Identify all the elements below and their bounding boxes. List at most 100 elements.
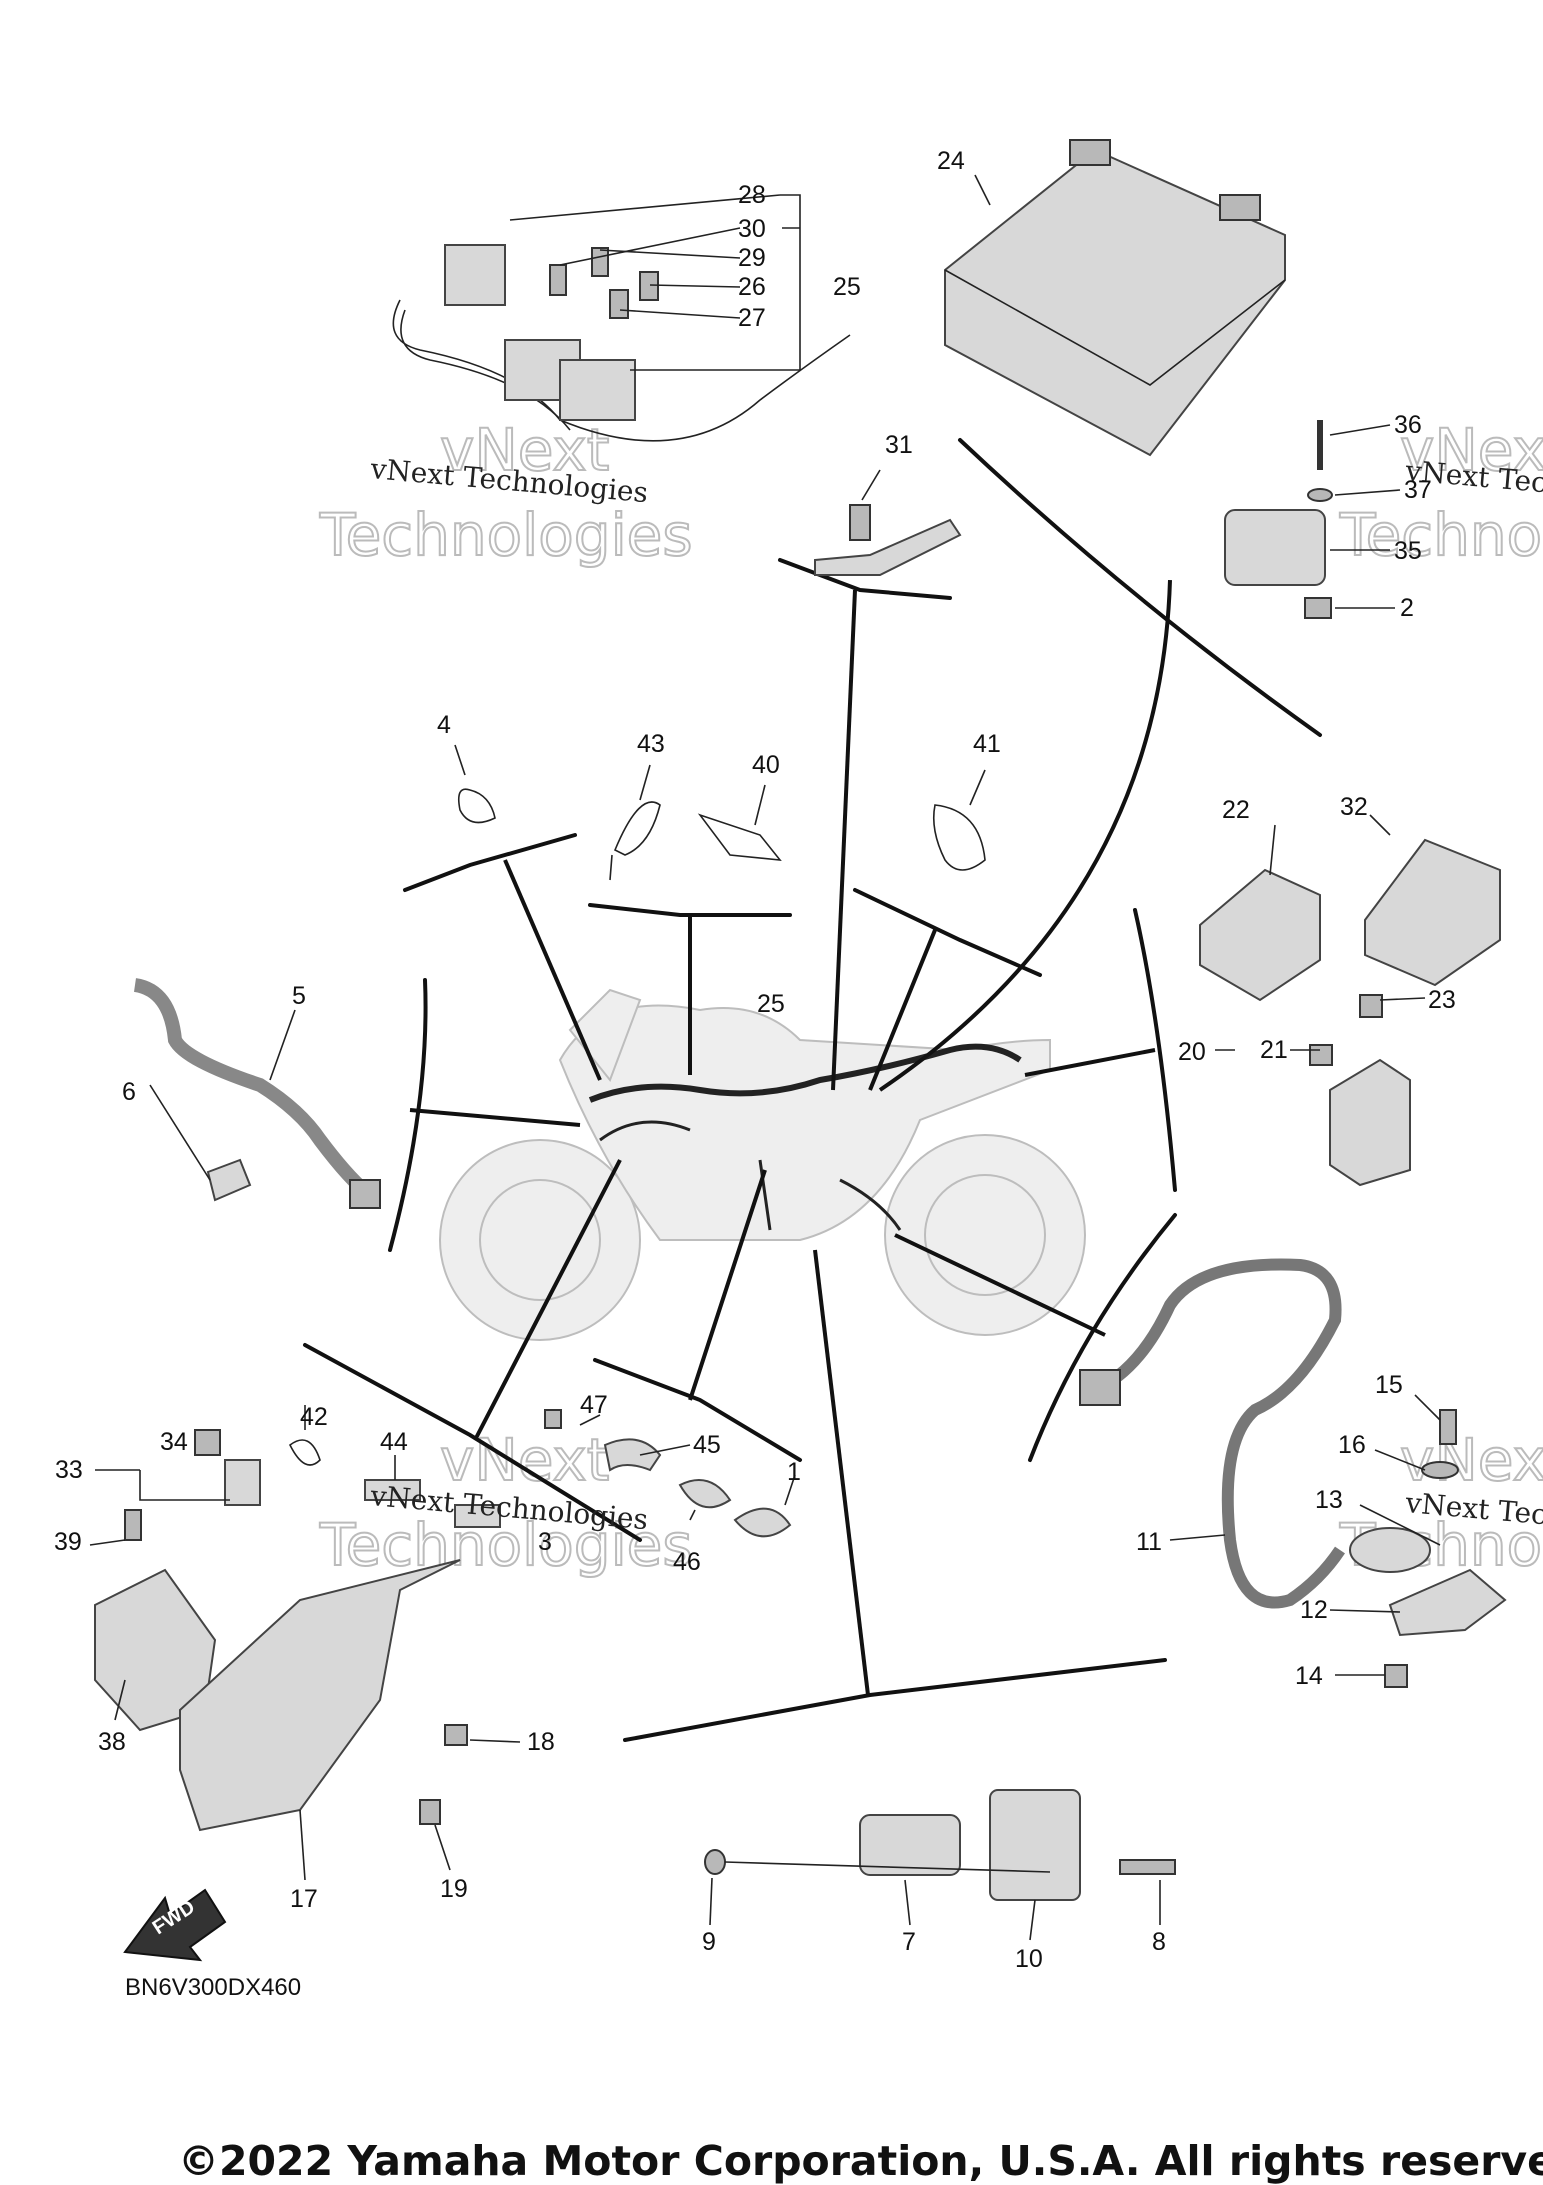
leader-1-line [784,1474,796,1506]
callout-15: 15 [1375,1371,1403,1399]
relay-35-group [1224,420,1401,619]
damper-34 [194,1429,221,1456]
leader-30-line [559,227,741,266]
leader-32-line [1369,814,1391,836]
leader-46-line [689,1509,696,1521]
callout-24: 24 [937,147,965,175]
callout-17: 17 [290,1885,318,1913]
bracket-31-group [814,469,962,576]
grommet-44 [364,1479,421,1501]
holder-46 [678,1479,732,1509]
fuse-holder-28 [444,244,506,306]
leader-lines [303,438,1322,1742]
motorcycle-ghost [439,988,1086,1341]
grommet-3 [454,1504,501,1528]
leader-4-line [454,744,466,776]
fwd-arrow-icon [123,1888,227,1962]
wire-5-connector [349,1179,381,1209]
washer-16 [1421,1461,1459,1479]
bracket-31-plate [814,518,962,576]
leader-31 [831,589,857,1091]
callout-9: 9 [702,1928,716,1956]
leader-18-line [469,1739,521,1743]
callout-13: 13 [1315,1486,1343,1514]
callout-23: 23 [1428,986,1456,1014]
wire-11 [1092,1258,1345,1609]
sensor-13 [1349,1527,1431,1573]
callout-37: 37 [1404,476,1432,504]
leader-22 [1024,1048,1156,1077]
leader-47 [688,1169,767,1401]
washer-9 [704,1849,726,1875]
bracket-5 [388,978,428,1252]
leader-41 [868,929,937,1091]
harness-branches [599,1120,902,1231]
battery-terminal-b [1219,194,1261,221]
holder-45 [603,1438,662,1472]
leader-26-line [649,284,741,288]
clip-47 [544,1409,562,1429]
callout-3: 3 [538,1528,552,1556]
callout-27: 27 [738,304,766,332]
motorcycle-body [558,1004,1051,1241]
callout-12: 12 [1300,1596,1328,1624]
bracket-7 [623,1658,1167,1742]
bolt-19 [419,1799,441,1825]
wire-harness-route [588,1043,1022,1103]
callout-42: 42 [300,1403,328,1431]
sensor-11-connector [1079,1369,1121,1406]
fwd-arrow: FWD [123,1888,227,1962]
clamp-41 [932,804,986,871]
washer-37 [1307,488,1333,502]
callout-11: 11 [1136,1528,1162,1556]
bracket-4 [403,833,577,892]
leader-4 [503,859,602,1081]
callout-16: 16 [1338,1431,1366,1459]
watermark-outline-bottom-3: Technologies [319,1511,693,1579]
bracket-11 [1028,1213,1177,1462]
leader-24 [878,579,1172,1092]
holder-1 [733,1507,792,1538]
callout-8: 8 [1152,1928,1166,1956]
clamp-4 [457,788,496,824]
callout-43: 43 [637,730,665,758]
cover-10 [989,1789,1081,1901]
bolt-8 [1119,1859,1176,1875]
callout-1: 1 [787,1458,801,1486]
leader-24-line [974,174,991,206]
relay-22 [1199,868,1321,1002]
watermark-outline-top-1: vNext [440,416,609,484]
leader-27-line [619,309,741,319]
bracket-25-a [630,194,801,371]
fuse-21 [1309,1044,1333,1066]
watermark-outline-bottom-1: Technologies [319,501,693,569]
callout-33: 33 [55,1456,83,1484]
leader-36-line [1329,424,1391,436]
clamps-top [454,744,986,881]
fuse-27 [609,289,629,319]
leader-37-line [1334,489,1401,496]
battery-edges [944,269,1286,386]
clip-6 [206,1158,252,1202]
callout-40: 40 [752,751,780,779]
callout-34: 34 [160,1428,188,1456]
starter-7 [859,1814,961,1876]
wire-5 [133,978,375,1201]
leader-40-line [754,784,766,826]
copyright-notice: ©2022 Yamaha Motor Corporation, U.S.A. A… [178,2137,1543,2185]
callout-39: 39 [54,1528,82,1556]
callout-5: 5 [292,982,306,1010]
nut-2 [1304,597,1332,619]
leader-17-line [299,1809,306,1881]
bracket-24 [958,438,1322,737]
callout-35: 35 [1394,537,1422,565]
leader-10-line [1029,1899,1036,1941]
callout-32: 32 [1340,793,1368,821]
callout-4: 4 [437,711,451,739]
leader-9-line [709,1877,713,1926]
callout-41: 41 [973,730,1001,758]
callout-28: 28 [738,181,766,209]
watermark-outline-top-4: vNext [1400,1426,1543,1494]
bolt-39 [124,1509,142,1541]
